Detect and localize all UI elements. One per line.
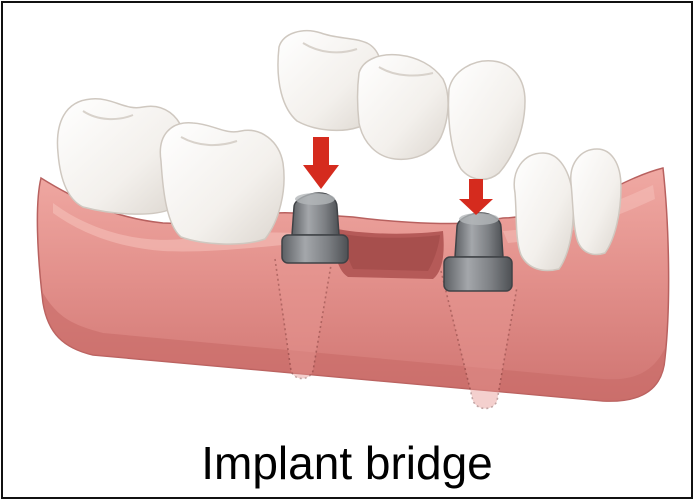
down-arrow-icon: [459, 179, 493, 215]
figure-caption: Implant bridge: [3, 435, 691, 491]
empty-socket: [333, 228, 444, 279]
implant-bridge-illustration: [3, 3, 695, 433]
left-molar-front: [160, 123, 284, 244]
right-tooth-front: [514, 153, 573, 270]
left-abutment: [282, 193, 348, 263]
down-arrow-icon: [303, 137, 339, 189]
